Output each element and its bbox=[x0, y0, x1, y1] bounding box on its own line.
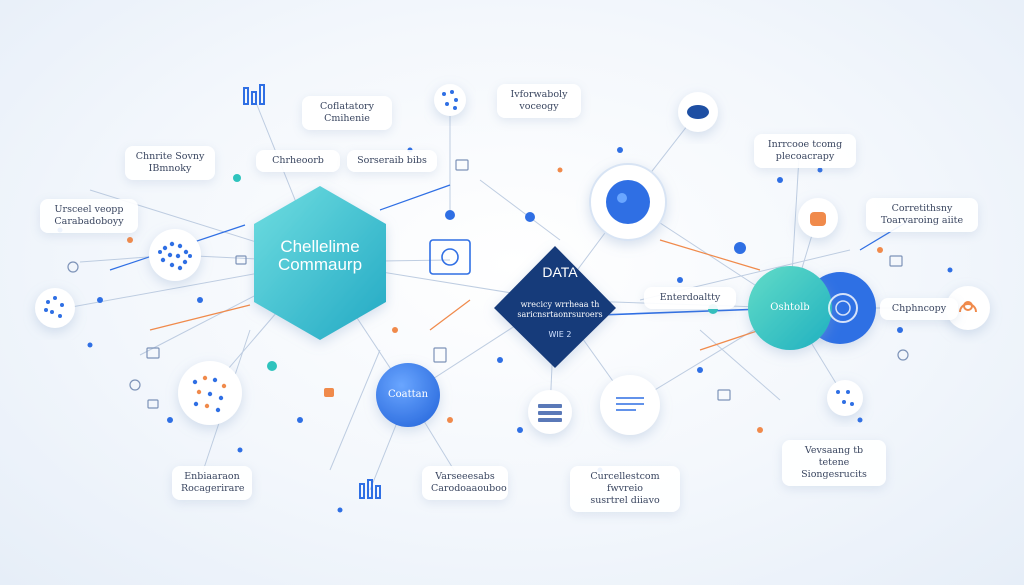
node-label[interactable]: Chrheoorb bbox=[256, 150, 340, 172]
clustered-dots-circle[interactable] bbox=[149, 229, 201, 281]
headset-icon-circle[interactable] bbox=[946, 286, 990, 330]
dashboard-icon bbox=[429, 239, 471, 275]
node-label[interactable]: Corretithsny Toarvaroing aiite bbox=[866, 198, 978, 232]
node-label[interactable]: Chphncopy bbox=[880, 298, 958, 320]
robot-icon bbox=[810, 212, 826, 226]
diamond-subtitle: wrecicy wrrheaa th saricnsrtaonrsuroers bbox=[517, 300, 603, 319]
node-label[interactable]: Chnrite Sovny IBmnoky bbox=[125, 146, 215, 180]
teal-circle-label: Oshtolb bbox=[770, 302, 810, 313]
top-dots-circle[interactable] bbox=[434, 84, 466, 116]
hexagon-label: Chellelime Commaurp bbox=[277, 237, 363, 274]
mixed-cluster-dots bbox=[192, 375, 227, 413]
stack-icon bbox=[538, 404, 562, 422]
node-label[interactable]: Coflatatory Cmihenie bbox=[302, 96, 392, 130]
node-label[interactable]: Inrrcooe tcomg plecoacrapy bbox=[754, 134, 856, 168]
node-label[interactable]: Ursceel veopp Carabadoboyy bbox=[40, 199, 138, 233]
headset-icon bbox=[959, 301, 977, 313]
data-diamond[interactable] bbox=[494, 246, 616, 368]
central-hexagon[interactable] bbox=[254, 186, 386, 340]
blue-node-circle[interactable] bbox=[376, 363, 440, 427]
diamond-title: DATA bbox=[542, 264, 578, 280]
document-icon-circle[interactable] bbox=[600, 375, 660, 435]
bar-chart-icon bbox=[243, 84, 265, 105]
teal-node-circle[interactable] bbox=[748, 266, 832, 350]
node-label[interactable]: Sorseraib bibs bbox=[347, 150, 437, 172]
network-dots bbox=[57, 147, 953, 513]
node-label[interactable]: Vevsaang tb tetene Siongesrucits bbox=[782, 440, 886, 486]
blue-circle-label: Coattan bbox=[387, 389, 429, 400]
cloud-node-blob bbox=[606, 180, 650, 224]
orange-badge-icon bbox=[324, 388, 334, 397]
node-label[interactable]: Varseeesabs Carodoaaouboo bbox=[422, 466, 508, 500]
cloud-icon bbox=[687, 105, 709, 119]
node-label[interactable]: Curcellestcom fwvreio susrtrel diiavo bbox=[570, 466, 680, 512]
cluster-dots bbox=[44, 90, 854, 406]
fingerprint-icon bbox=[828, 293, 858, 323]
small-square-icons bbox=[67, 159, 909, 409]
cluster-icon-circle[interactable] bbox=[827, 380, 863, 416]
document-icon bbox=[616, 397, 644, 411]
fingerprint-icon-inner bbox=[835, 300, 851, 316]
node-label[interactable]: Enbiaaraon Rocagerirare bbox=[172, 466, 252, 500]
node-label[interactable]: Ivforwaboly voceogy bbox=[497, 84, 581, 118]
cloud-blob-highlight bbox=[617, 193, 627, 203]
hand-chart-icon bbox=[359, 479, 381, 499]
icon-nodes bbox=[35, 84, 990, 435]
scatter-dots-circle[interactable] bbox=[35, 288, 75, 328]
node-label[interactable]: Enterdoaltty bbox=[644, 287, 736, 309]
diamond-footer: WIE 2 bbox=[548, 330, 572, 339]
